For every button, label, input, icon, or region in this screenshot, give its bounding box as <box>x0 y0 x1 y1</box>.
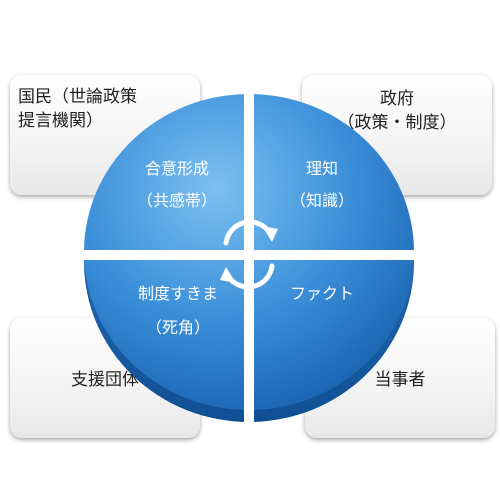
reason-line1: 理知 <box>305 159 338 178</box>
quadrant-system-gap: 制度すきま （死角） <box>108 283 248 339</box>
government-line2: （政策・制度） <box>337 113 457 133</box>
quadrant-fact: ファクト <box>262 283 382 305</box>
stakeholders-label: 当事者 <box>374 370 426 390</box>
quadrant-consensus: 合意形成 （共感帯） <box>112 158 242 212</box>
system-gap-line2: （死角） <box>145 318 210 337</box>
corner-text-government: 政府 （政策・制度） <box>302 87 492 135</box>
consensus-line1: 合意形成 <box>144 159 209 178</box>
quadrant-reason: 理知 （知識） <box>262 158 382 212</box>
public-line2: 提言機関） <box>18 111 103 131</box>
support-groups-label: 支援団体 <box>71 370 139 390</box>
corner-text-public: 国民（世論政策 提言機関） <box>18 85 137 133</box>
horizontal-divider <box>78 250 423 260</box>
public-line1: 国民（世論政策 <box>18 87 137 107</box>
government-line1: 政府 <box>380 89 414 109</box>
reason-line2: （知識） <box>289 191 354 210</box>
consensus-line2: （共感帯） <box>136 191 217 210</box>
fact-line1: ファクト <box>289 284 354 303</box>
system-gap-line1: 制度すきま <box>137 284 218 303</box>
cycle-arrows-icon <box>220 219 278 290</box>
